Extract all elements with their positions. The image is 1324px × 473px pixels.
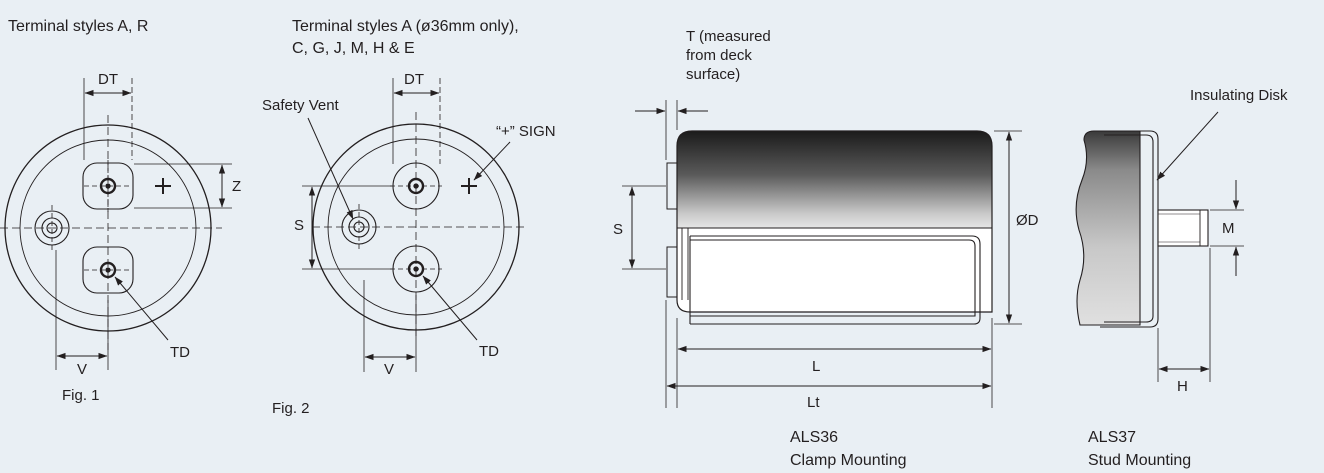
- fig2-title-line1: Terminal styles A (ø36mm only),: [292, 18, 519, 35]
- als36-mounting: Clamp Mounting: [790, 452, 907, 469]
- fig2-safety-vent-label: Safety Vent: [262, 97, 339, 114]
- als37-m-label: M: [1222, 220, 1235, 237]
- fig1-z-label: Z: [232, 178, 242, 195]
- fig2-title-line2: C, G, J, M, H & E: [292, 40, 415, 57]
- als36-t-note-line1: T (measured: [686, 28, 771, 45]
- als37-model: ALS37: [1088, 429, 1137, 446]
- fig1-title: Terminal styles A, R: [8, 18, 149, 35]
- als37-stud: [1157, 209, 1209, 247]
- als36-t-note-line2: from deck: [686, 47, 752, 64]
- als37-can-body: [1075, 130, 1141, 326]
- fig2-s-label: S: [294, 217, 305, 234]
- als36-s-label: S: [613, 221, 624, 238]
- fig2-plus-sign-label: “+” SIGN: [496, 123, 556, 140]
- fig2-caption: Fig. 2: [272, 400, 310, 417]
- als36-d-label: ØD: [1016, 212, 1039, 229]
- fig2-drawing: [302, 78, 528, 372]
- fig2-v-label: V: [384, 361, 395, 378]
- als36-clamp: [690, 235, 981, 325]
- als36-drawing: [622, 100, 1022, 408]
- als36-l-label: L: [812, 358, 821, 375]
- fig2-td-label: TD: [479, 343, 499, 360]
- fig2-dt-label: DT: [404, 71, 424, 88]
- fig1-bottom-terminal: [82, 246, 134, 294]
- als36-can-sleeve: [677, 131, 992, 228]
- als36-t-note-line3: surface): [686, 66, 741, 83]
- als36-top-terminal: [666, 162, 678, 210]
- als37-insulating-disk-label: Insulating Disk: [1190, 87, 1288, 104]
- als36-bottom-terminal: [666, 246, 678, 298]
- fig1-caption: Fig. 1: [62, 387, 100, 404]
- als37-mounting: Stud Mounting: [1088, 452, 1192, 469]
- als36-lt-label: Lt: [807, 394, 820, 411]
- fig1-dt-label: DT: [98, 71, 118, 88]
- fig1-drawing: [0, 78, 232, 370]
- fig1-v-label: V: [77, 361, 88, 378]
- als37-h-label: H: [1177, 378, 1188, 395]
- als36-model: ALS36: [790, 429, 839, 446]
- als37-drawing: [1075, 111, 1244, 382]
- fig1-td-label: TD: [170, 344, 190, 361]
